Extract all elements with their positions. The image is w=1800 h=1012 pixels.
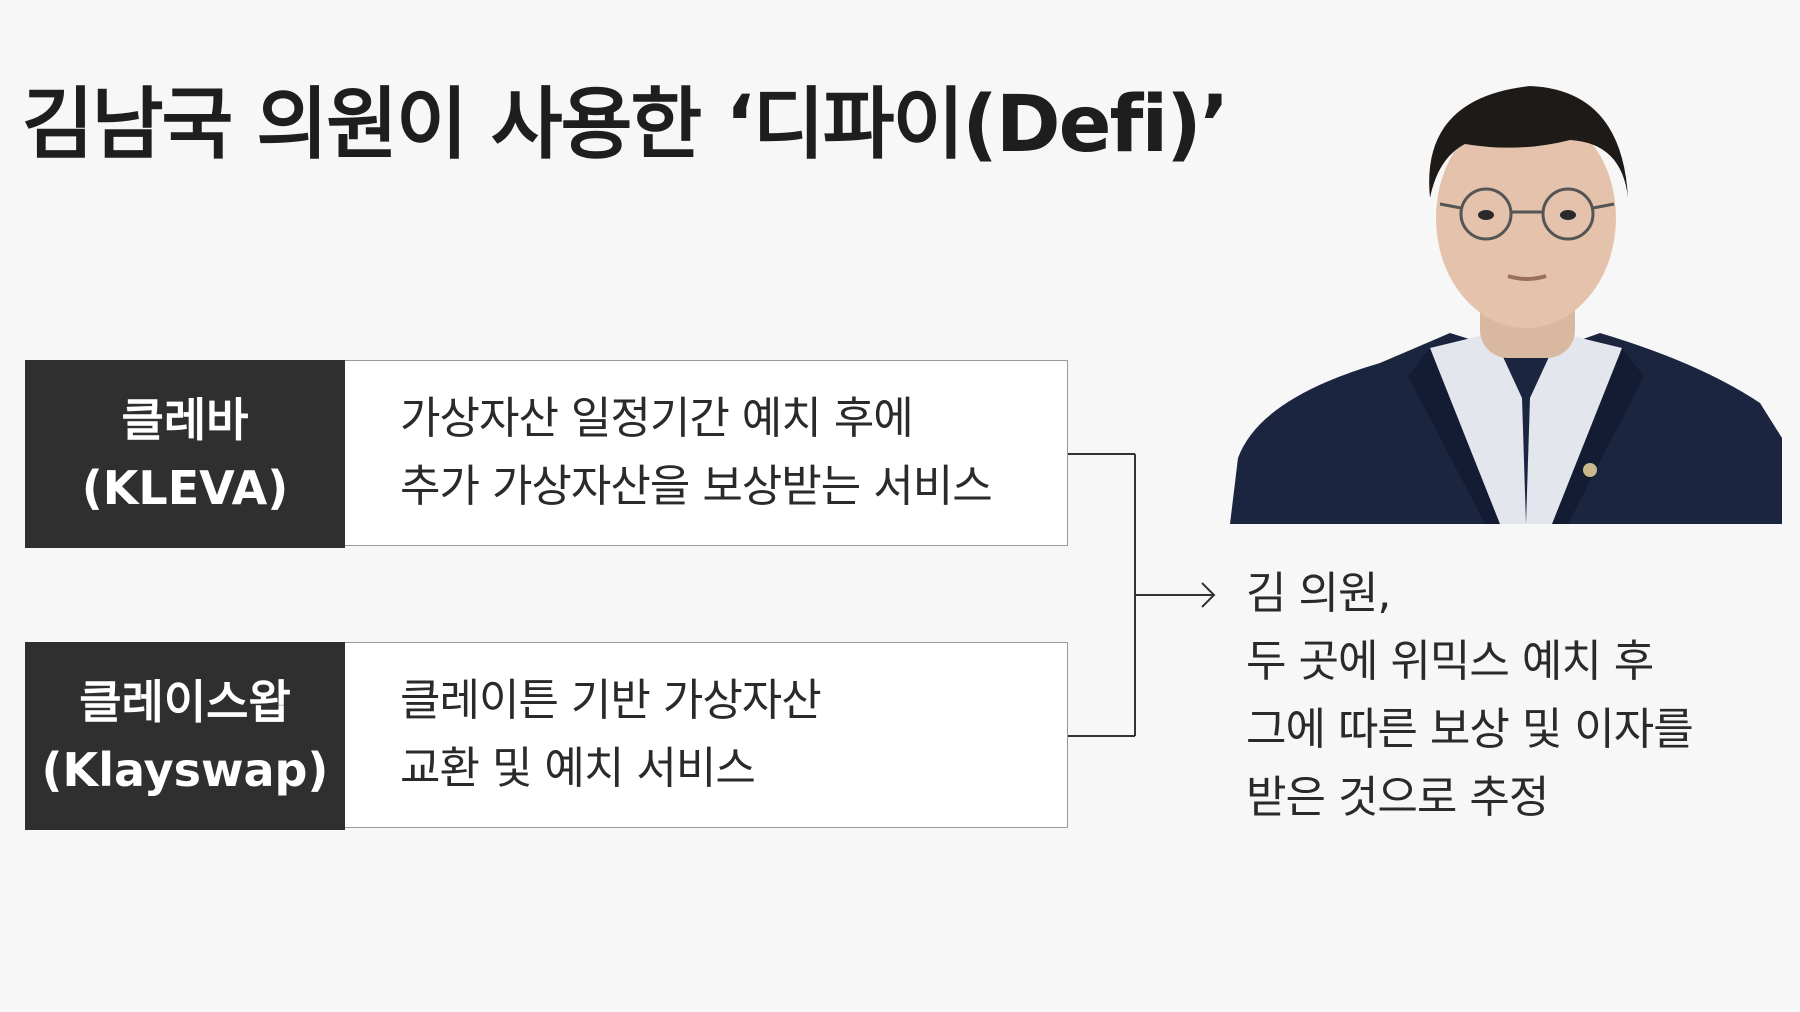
arrow-head-icon: [1201, 582, 1216, 608]
service-row-klayswap: 클레이스왑 (Klayswap) 클레이튼 기반 가상자산 교환 및 예치 서비…: [25, 642, 1070, 830]
result-line: 받은 것으로 추정: [1246, 772, 1549, 823]
result-line: 김 의원,: [1246, 568, 1391, 619]
bracket-connector: [1068, 453, 1216, 737]
result-line: 그에 따른 보상 및 이자를: [1246, 704, 1694, 755]
service-description-line: 클레이튼 기반 가상자산: [400, 675, 822, 726]
portrait-photo: [1230, 86, 1782, 524]
service-name-box: 클레이스왑 (Klayswap): [25, 642, 345, 830]
lapel-pin-icon: [1583, 463, 1597, 477]
service-description-line: 교환 및 예치 서비스: [400, 743, 756, 794]
service-description-line: 추가 가상자산을 보상받는 서비스: [400, 461, 993, 512]
result-text: 김 의원, 두 곳에 위믹스 예치 후 그에 따른 보상 및 이자를 받은 것으…: [1246, 560, 1694, 832]
service-name-en: (KLEVA): [81, 461, 289, 515]
service-description-box: 클레이튼 기반 가상자산 교환 및 예치 서비스: [345, 642, 1068, 828]
result-line: 두 곳에 위믹스 예치 후: [1246, 636, 1654, 687]
service-description-line: 가상자산 일정기간 예치 후에: [400, 393, 914, 444]
page-title: 김남국 의원이 사용한 ‘디파이(Defi)’: [22, 80, 1229, 170]
service-description-box: 가상자산 일정기간 예치 후에 추가 가상자산을 보상받는 서비스: [345, 360, 1068, 546]
service-name-box: 클레바 (KLEVA): [25, 360, 345, 548]
service-name-en: (Klayswap): [41, 743, 329, 797]
service-name: 클레이스왑: [79, 675, 291, 729]
service-row-kleva: 클레바 (KLEVA) 가상자산 일정기간 예치 후에 추가 가상자산을 보상받…: [25, 360, 1070, 548]
service-name: 클레바: [121, 393, 249, 447]
